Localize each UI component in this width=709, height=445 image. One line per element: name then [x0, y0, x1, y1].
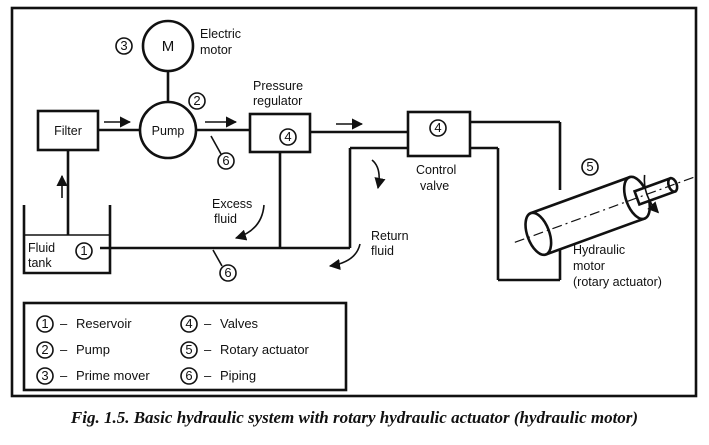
legend-num-circle-1 [36, 315, 54, 333]
motor-symbol: M [162, 38, 175, 55]
valve-label-line1: Control [416, 163, 456, 177]
motor-label-line1: Electric [200, 27, 241, 41]
tank-label-line2: tank [28, 256, 52, 270]
figure-caption: Fig. 1.5. Basic hydraulic system with ro… [70, 408, 639, 427]
tank-label-line1: Fluid [28, 241, 55, 255]
hydraulic-motor-label-line1: Hydraulic [573, 243, 625, 257]
hydraulic-motor-label-line3: (rotary actuator) [573, 275, 662, 289]
motor-number: 3 [120, 38, 127, 53]
piping [66, 70, 562, 282]
excess-fluid-line1: Excess [212, 197, 252, 211]
legend-dash-3: – [60, 368, 68, 383]
legend-dash-2: – [60, 342, 68, 357]
legend-num-circle-3 [36, 367, 54, 385]
pump-number-circle [188, 92, 206, 110]
legend-num-5: 5 [185, 342, 192, 357]
legend: 1 – Reservoir 2 – Pump 3 – Prime mover 4… [36, 315, 310, 385]
valve-number-circle [429, 119, 447, 137]
legend-num-4: 4 [185, 316, 192, 331]
hydraulic-motor-label-line2: motor [573, 259, 605, 273]
regulator-label-line1: Pressure [253, 79, 303, 93]
legend-text-2: Pump [76, 342, 110, 357]
regulator-label-line2: regulator [253, 94, 302, 108]
valve-number: 4 [434, 120, 441, 135]
legend-num-circle-5 [180, 341, 198, 359]
electric-motor [141, 19, 195, 73]
pump [138, 100, 198, 160]
hydraulic-motor-number-circle [581, 158, 599, 176]
legend-text-1: Reservoir [76, 316, 132, 331]
outer-frame [10, 6, 698, 398]
piping-lower-number-circle [219, 264, 237, 282]
legend-dash-4: – [204, 316, 212, 331]
piping-upper-number: 6 [222, 153, 229, 168]
legend-text-4: Valves [220, 316, 259, 331]
hydraulic-motor-number: 5 [586, 159, 593, 174]
fluid-tank [22, 205, 112, 275]
legend-num-circle-4 [180, 315, 198, 333]
return-fluid-line2: fluid [371, 244, 394, 258]
legend-num-1: 1 [41, 316, 48, 331]
pump-number: 2 [193, 93, 200, 108]
pump-label: Pump [152, 124, 185, 138]
regulator-number-circle [279, 128, 297, 146]
legend-box [22, 301, 348, 392]
return-fluid-line1: Return [371, 229, 409, 243]
motor-label-line2: motor [200, 43, 232, 57]
excess-fluid-line2: fluid [214, 212, 237, 226]
hydraulic-motor [514, 174, 694, 257]
piping-upper-number-circle [217, 152, 235, 170]
legend-text-5: Rotary actuator [220, 342, 310, 357]
legend-num-6: 6 [185, 368, 192, 383]
legend-text-3: Prime mover [76, 368, 150, 383]
pressure-regulator [248, 112, 312, 154]
legend-num-2: 2 [41, 342, 48, 357]
flow-arrows [56, 116, 386, 270]
piping-lower-number: 6 [224, 265, 231, 280]
legend-dash-6: – [204, 368, 212, 383]
legend-num-circle-6 [180, 367, 198, 385]
legend-text-6: Piping [220, 368, 256, 383]
motor-number-circle [115, 37, 133, 55]
filter [36, 109, 100, 152]
tank-number-circle [75, 242, 93, 260]
valve-label-line2: valve [420, 179, 449, 193]
legend-num-circle-2 [36, 341, 54, 359]
legend-dash-5: – [204, 342, 212, 357]
legend-num-3: 3 [41, 368, 48, 383]
regulator-number: 4 [284, 129, 291, 144]
legend-dash-1: – [60, 316, 68, 331]
filter-label: Filter [54, 124, 82, 138]
tank-number: 1 [80, 243, 87, 258]
